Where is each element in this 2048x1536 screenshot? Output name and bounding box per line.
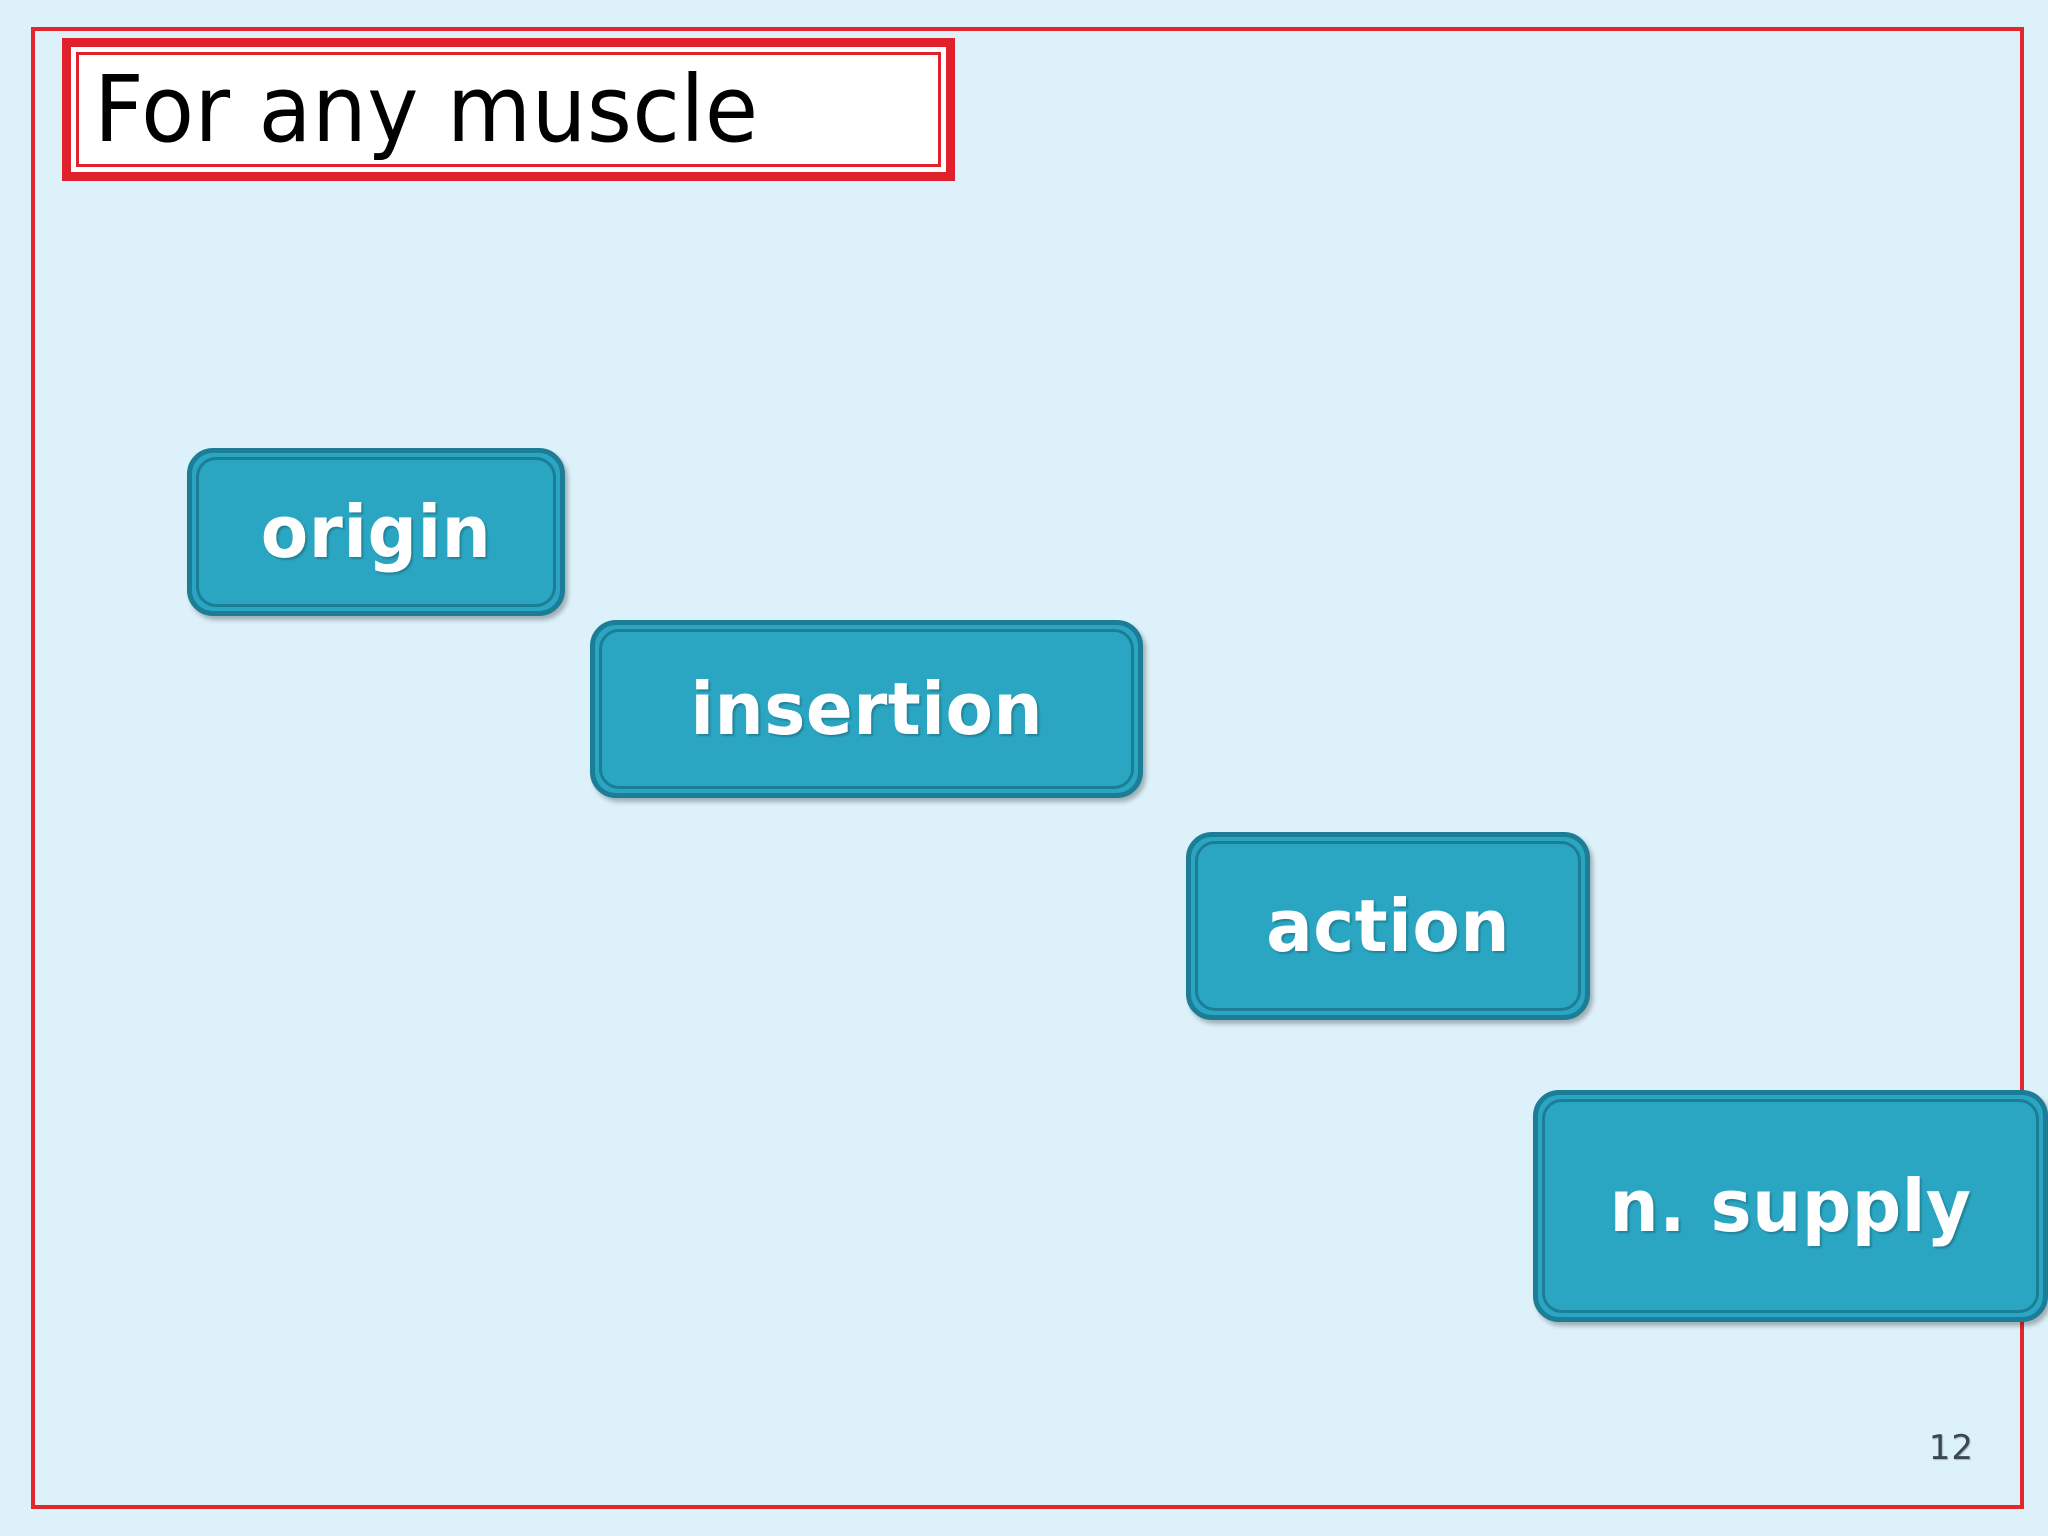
title-box: For any muscle bbox=[62, 38, 955, 181]
concept-label-nerve-supply: n. supply bbox=[1609, 1164, 1972, 1248]
title-box-inner-border: For any muscle bbox=[76, 52, 941, 167]
concept-label-origin: origin bbox=[260, 490, 492, 574]
concept-box-origin[interactable]: origin bbox=[187, 448, 565, 616]
concept-box-nerve-supply[interactable]: n. supply bbox=[1533, 1090, 2048, 1322]
concept-label-insertion: insertion bbox=[690, 667, 1043, 751]
concept-label-action: action bbox=[1266, 884, 1510, 968]
page-title: For any muscle bbox=[94, 55, 759, 163]
concept-box-insertion[interactable]: insertion bbox=[590, 620, 1143, 798]
concept-box-action[interactable]: action bbox=[1186, 832, 1590, 1020]
page-number: 12 bbox=[1928, 1428, 1974, 1468]
